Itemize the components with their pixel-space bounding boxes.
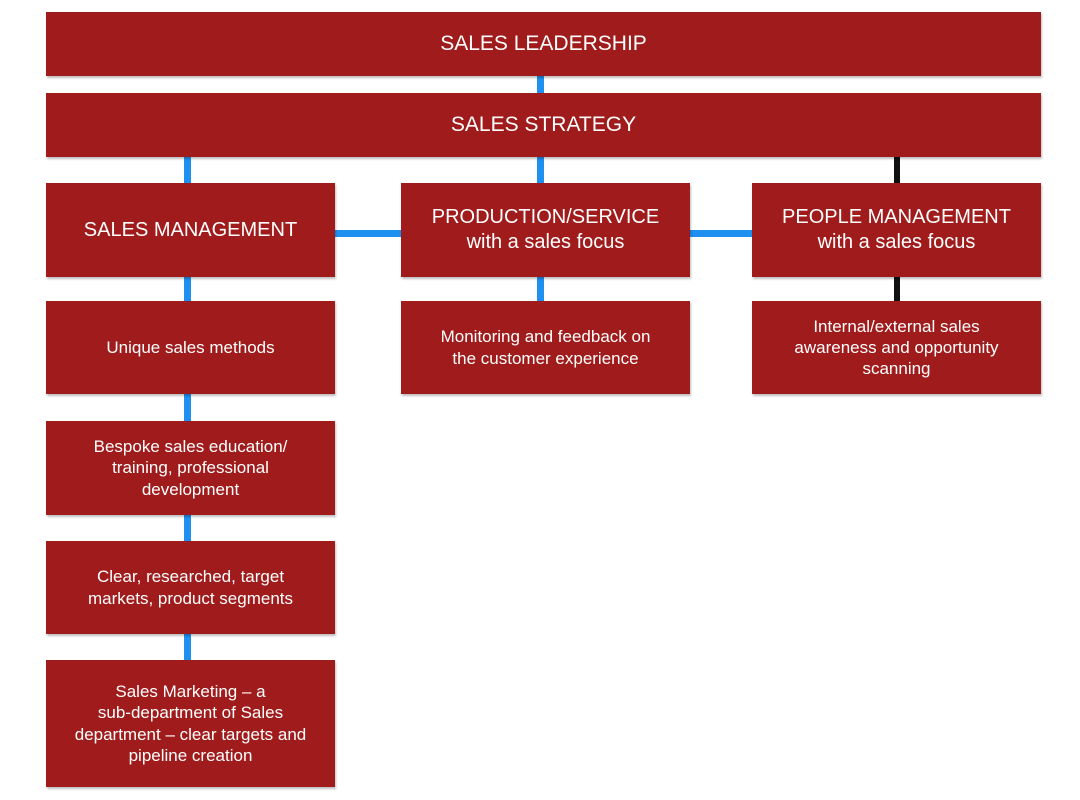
sales-strategy-box: SALES STRATEGY [46, 93, 1041, 157]
connector-sm-item3 [184, 515, 191, 541]
production-service-item-text: Monitoring and feedback on the customer … [440, 327, 651, 368]
sales-management-item-box: Clear, researched, target markets, produ… [46, 541, 335, 634]
connector-sm-item4 [184, 634, 191, 660]
connector-strategy-production [537, 157, 544, 183]
connector-sm-item1 [184, 277, 191, 301]
sales-management-item-text: Bespoke sales education/ training, profe… [93, 437, 288, 499]
connector-people-item1 [894, 277, 900, 301]
sales-strategy-label: SALES STRATEGY [450, 112, 637, 136]
sales-leadership-label: SALES LEADERSHIP [440, 31, 647, 55]
connector-production-people [690, 230, 752, 237]
sales-management-item-box: Sales Marketing – a sub-department of Sa… [46, 660, 335, 787]
sales-management-label: SALES MANAGEMENT [83, 218, 298, 241]
people-management-item-text: Internal/external sales awareness and op… [794, 316, 999, 379]
people-management-box: PEOPLE MANAGEMENT with a sales focus [752, 183, 1041, 277]
connector-production-item1 [537, 277, 544, 301]
connector-leadership-strategy [537, 76, 544, 93]
sales-management-item-text: Clear, researched, target markets, produ… [87, 567, 294, 608]
production-service-item-box: Monitoring and feedback on the customer … [401, 301, 690, 394]
people-management-label: PEOPLE MANAGEMENT with a sales focus [782, 206, 1011, 253]
connector-strategy-people [894, 157, 900, 183]
sales-management-box: SALES MANAGEMENT [46, 183, 335, 277]
production-service-box: PRODUCTION/SERVICE with a sales focus [401, 183, 690, 277]
sales-management-item-box: Unique sales methods [46, 301, 335, 394]
connector-sales-production [335, 230, 401, 237]
connector-strategy-sales-management [184, 157, 191, 183]
people-management-item-box: Internal/external sales awareness and op… [752, 301, 1041, 394]
connector-sm-item2 [184, 394, 191, 421]
sales-management-item-box: Bespoke sales education/ training, profe… [46, 421, 335, 515]
sales-leadership-box: SALES LEADERSHIP [46, 12, 1041, 76]
sales-management-item-text: Unique sales methods [106, 337, 275, 357]
sales-management-item-text: Sales Marketing – a sub-department of Sa… [74, 682, 307, 765]
production-service-label: PRODUCTION/SERVICE with a sales focus [431, 206, 660, 253]
